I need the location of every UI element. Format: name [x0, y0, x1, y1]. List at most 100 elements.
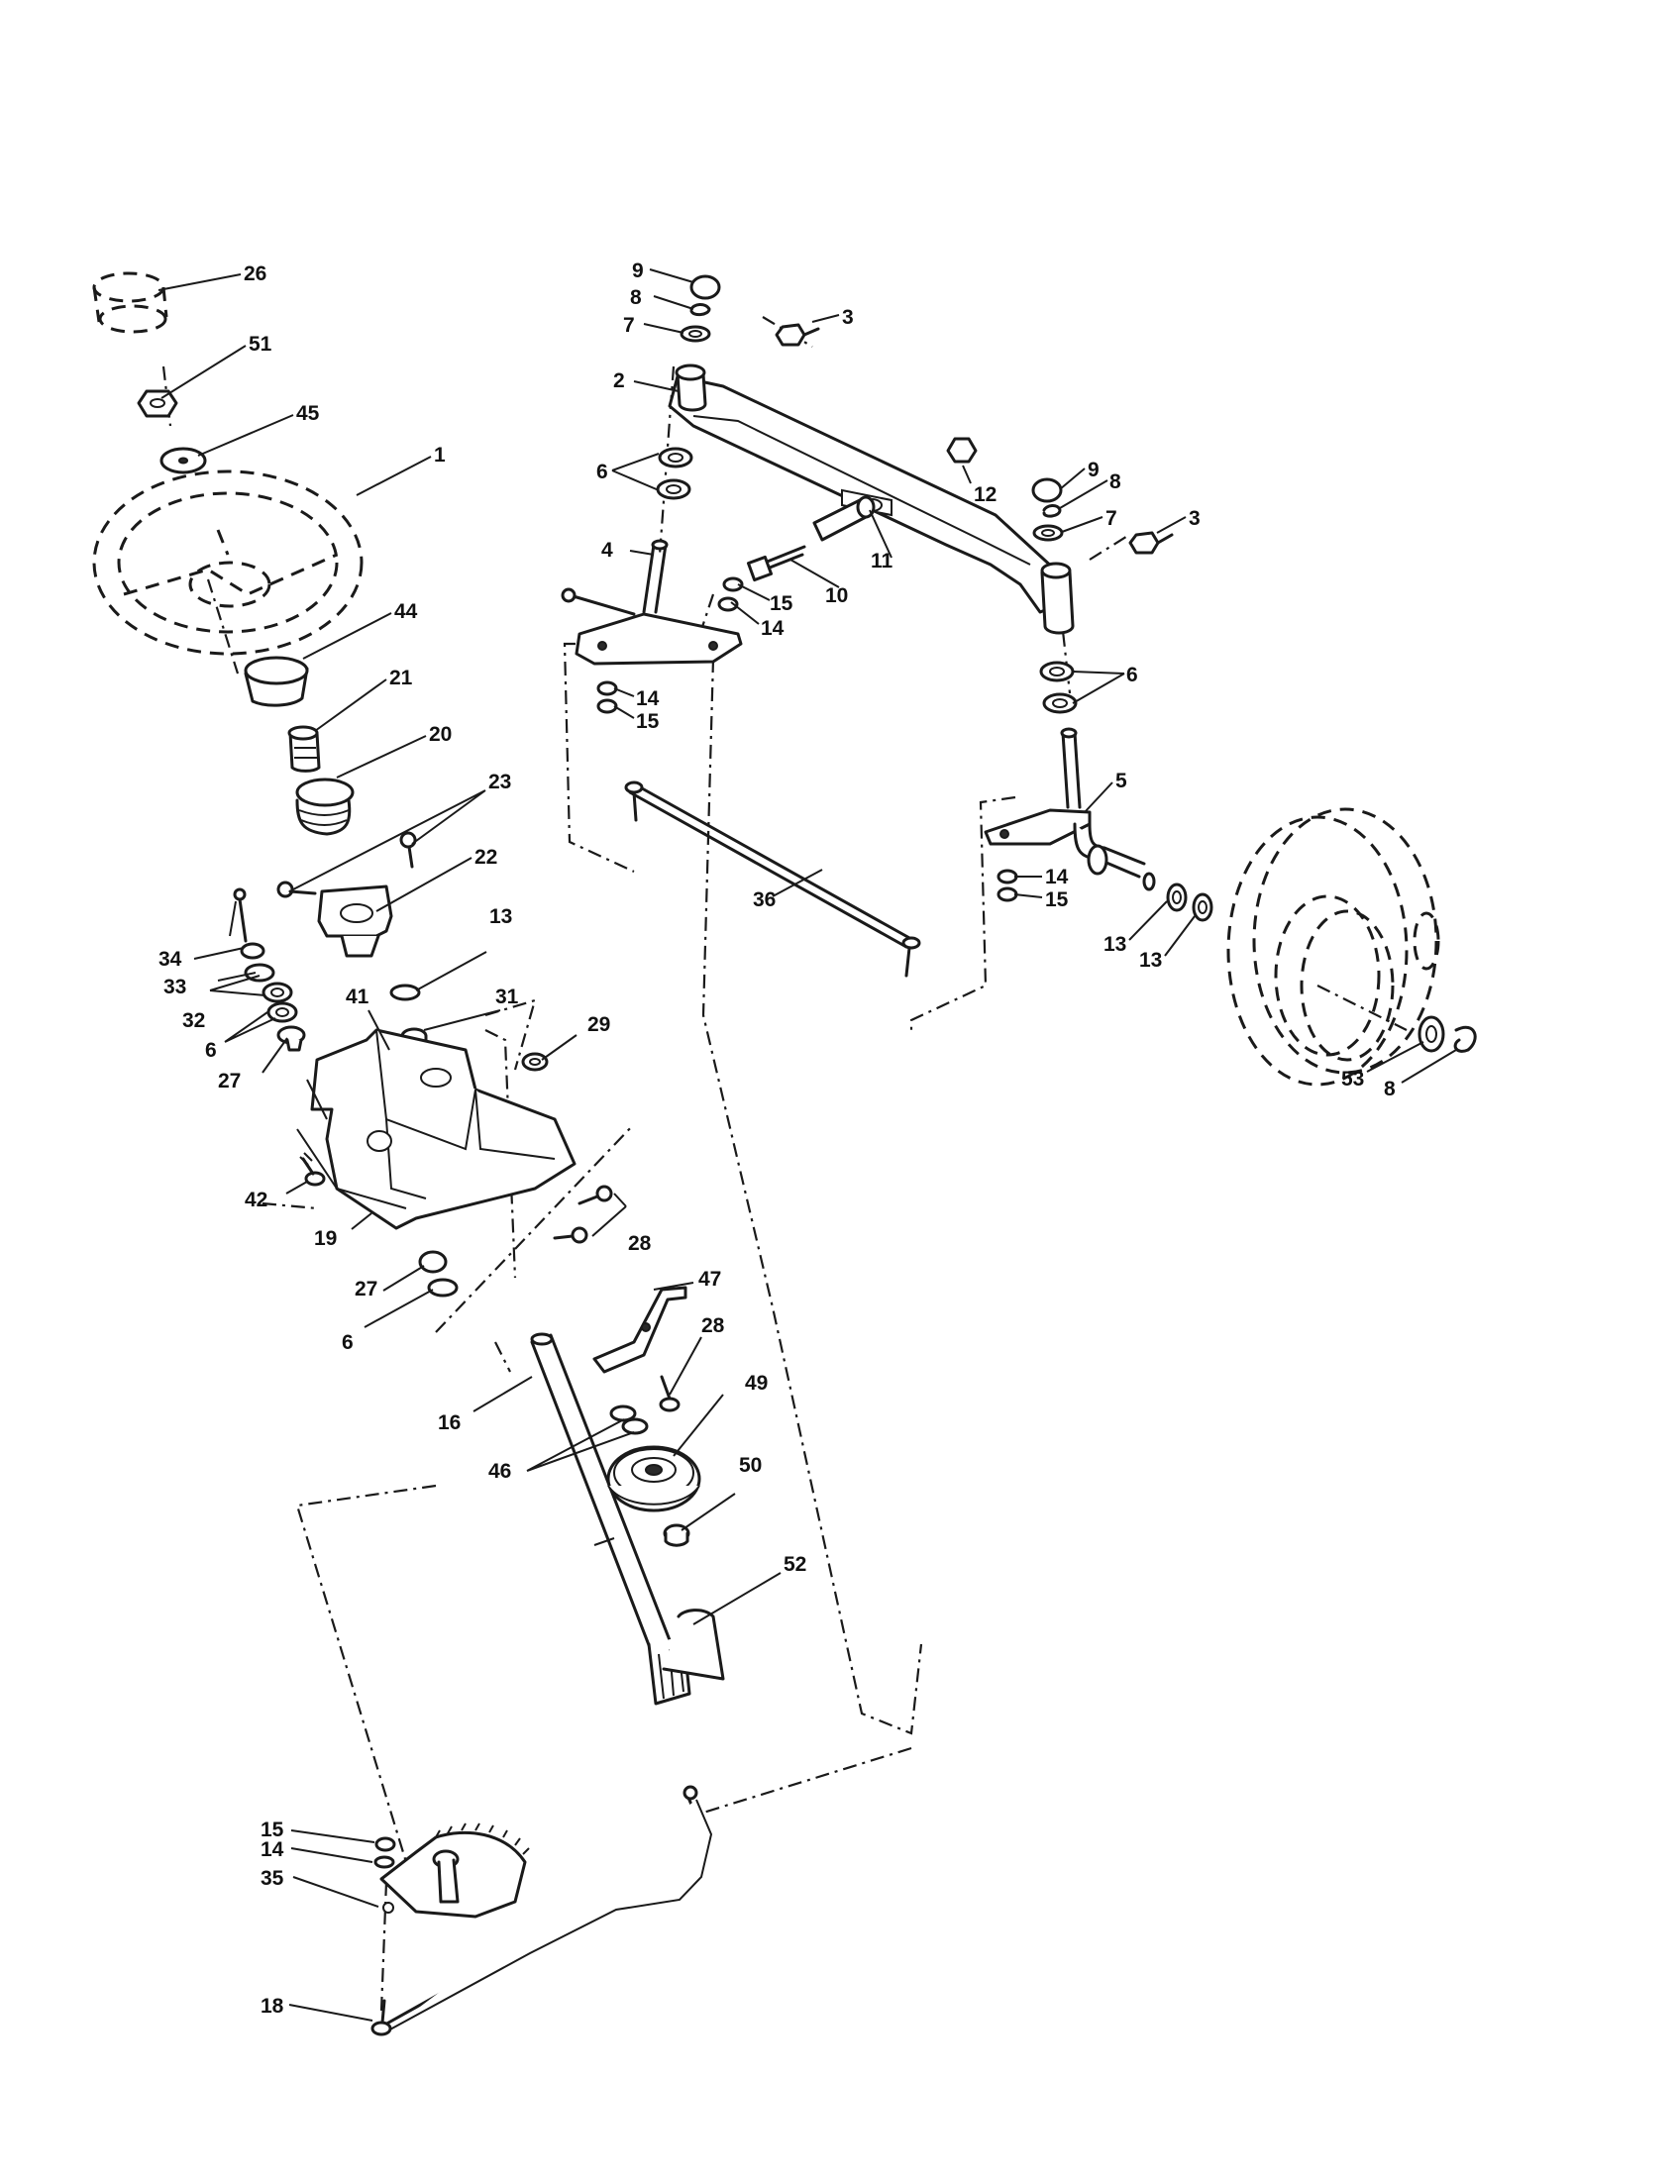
- callout-15-axle: 15: [770, 592, 793, 615]
- drag-link-18: [370, 1785, 713, 2036]
- callout-15-lower: 15: [261, 1819, 284, 1841]
- callout-32: 32: [182, 1009, 205, 1032]
- callout-46: 46: [488, 1460, 511, 1483]
- nut-12: [946, 437, 978, 464]
- bearings-6-left: [656, 447, 693, 500]
- front-wheel: [1226, 807, 1440, 1087]
- callout-16: 16: [438, 1411, 461, 1434]
- bolt-23a: [276, 881, 317, 898]
- bearings-6-right: [1039, 661, 1078, 714]
- callout-36: 36: [753, 888, 776, 911]
- left-washer-stack: [233, 887, 306, 1052]
- leader-lines: [158, 268, 1457, 2022]
- callout-3-right: 3: [1189, 507, 1201, 530]
- callout-6-axle-right: 6: [1126, 664, 1138, 686]
- callout-9-right: 9: [1088, 459, 1100, 481]
- callout-45: 45: [296, 402, 320, 425]
- washers-14-15-right: [997, 869, 1018, 902]
- callout-22: 22: [474, 846, 497, 869]
- bolt-28-lower: [659, 1375, 681, 1412]
- washer-13-left: [389, 984, 421, 1001]
- callout-14-axle: 14: [761, 617, 785, 640]
- callout-13-left: 13: [489, 905, 512, 928]
- spring-rod-52: [662, 1609, 725, 1681]
- idler-bracket-47: [592, 1286, 687, 1374]
- bolt-42: [299, 1152, 326, 1187]
- spindle-tube-left: [675, 364, 707, 412]
- callout-8-left: 8: [630, 286, 642, 309]
- callout-20: 20: [429, 723, 452, 746]
- callout-11: 11: [871, 550, 893, 572]
- callout-23: 23: [488, 771, 511, 793]
- callout-4: 4: [601, 539, 613, 562]
- bellows-20: [295, 778, 355, 836]
- callout-41: 41: [346, 986, 369, 1008]
- callout-14-left-spindle: 14: [636, 687, 660, 710]
- callout-26: 26: [244, 262, 266, 285]
- callout-31: 31: [495, 986, 519, 1008]
- spline-adapter-21: [287, 725, 321, 773]
- callout-35: 35: [261, 1867, 284, 1890]
- bushing-29: [521, 1052, 549, 1072]
- washers-14-15-left: [596, 680, 618, 714]
- caps-and-rings: [680, 274, 1064, 542]
- washers-46: [609, 1404, 649, 1435]
- callout-27-lower: 27: [355, 1278, 377, 1300]
- callout-6-left: 6: [205, 1039, 217, 1062]
- callout-8-right: 8: [1109, 470, 1121, 493]
- callout-15-right-spindle: 15: [1045, 888, 1069, 911]
- steering-bracket-19: [296, 1028, 577, 1230]
- callout-18: 18: [261, 1995, 284, 2018]
- callout-1: 1: [434, 444, 446, 467]
- steering-wheel: [92, 469, 364, 656]
- callout-8-wheel: 8: [1384, 1078, 1396, 1100]
- washers-15-14-lower: [373, 1836, 396, 1869]
- callout-28-lower: 28: [701, 1314, 725, 1337]
- callout-52: 52: [784, 1553, 806, 1576]
- front-axle-2: [668, 374, 1062, 614]
- callout-10: 10: [825, 584, 848, 607]
- callout-5: 5: [1115, 770, 1127, 792]
- callout-49: 49: [745, 1372, 768, 1395]
- ring-8-wheel: [1453, 1026, 1477, 1053]
- grease-fittings-3: [775, 323, 1174, 555]
- callout-14-lower: 14: [261, 1838, 284, 1861]
- sector-gear-35: [379, 1822, 530, 1919]
- callout-9-left: 9: [632, 260, 644, 282]
- callout-7-left: 7: [623, 314, 635, 337]
- callout-12: 12: [974, 483, 997, 506]
- lower-bushing-stack: [418, 1250, 459, 1298]
- callout-15-left-spindle: 15: [636, 710, 660, 733]
- callout-14-right-spindle: 14: [1045, 866, 1069, 888]
- callout-47: 47: [698, 1268, 721, 1291]
- hex-nut-51: [137, 389, 178, 418]
- callout-28-upper: 28: [628, 1232, 652, 1255]
- callout-3-left: 3: [842, 306, 854, 329]
- callout-34: 34: [158, 948, 182, 971]
- idler-pulley-49: [606, 1445, 701, 1512]
- callout-53: 53: [1341, 1068, 1364, 1091]
- callout-13-right-b: 13: [1139, 949, 1162, 972]
- callout-21: 21: [389, 667, 413, 689]
- bolt-23b: [399, 831, 417, 869]
- callout-6-axle-left: 6: [596, 461, 608, 483]
- callout-2: 2: [613, 369, 625, 392]
- spindle-5-right: [984, 727, 1156, 891]
- callout-50: 50: [739, 1454, 762, 1477]
- bolt-10: [746, 545, 806, 582]
- washers-13-right: [1166, 883, 1213, 922]
- callout-19: 19: [314, 1227, 337, 1250]
- bolts-28-upper: [553, 1185, 613, 1244]
- callout-44: 44: [394, 600, 418, 623]
- callout-13-right-a: 13: [1103, 933, 1126, 956]
- washer-53: [1418, 1015, 1445, 1053]
- bushing-plate-22: [317, 884, 393, 958]
- callout-51: 51: [249, 333, 272, 356]
- callout-numbers: 26 51 45 1 44 21 20 23 22 34 33 32 6 27 …: [158, 260, 1396, 2018]
- washer-45: [159, 447, 207, 474]
- tie-rod-36: [624, 780, 921, 978]
- washers-14-15-upper: [717, 576, 744, 612]
- steering-cap: [92, 271, 168, 334]
- spindle-tube-right: [1040, 562, 1075, 635]
